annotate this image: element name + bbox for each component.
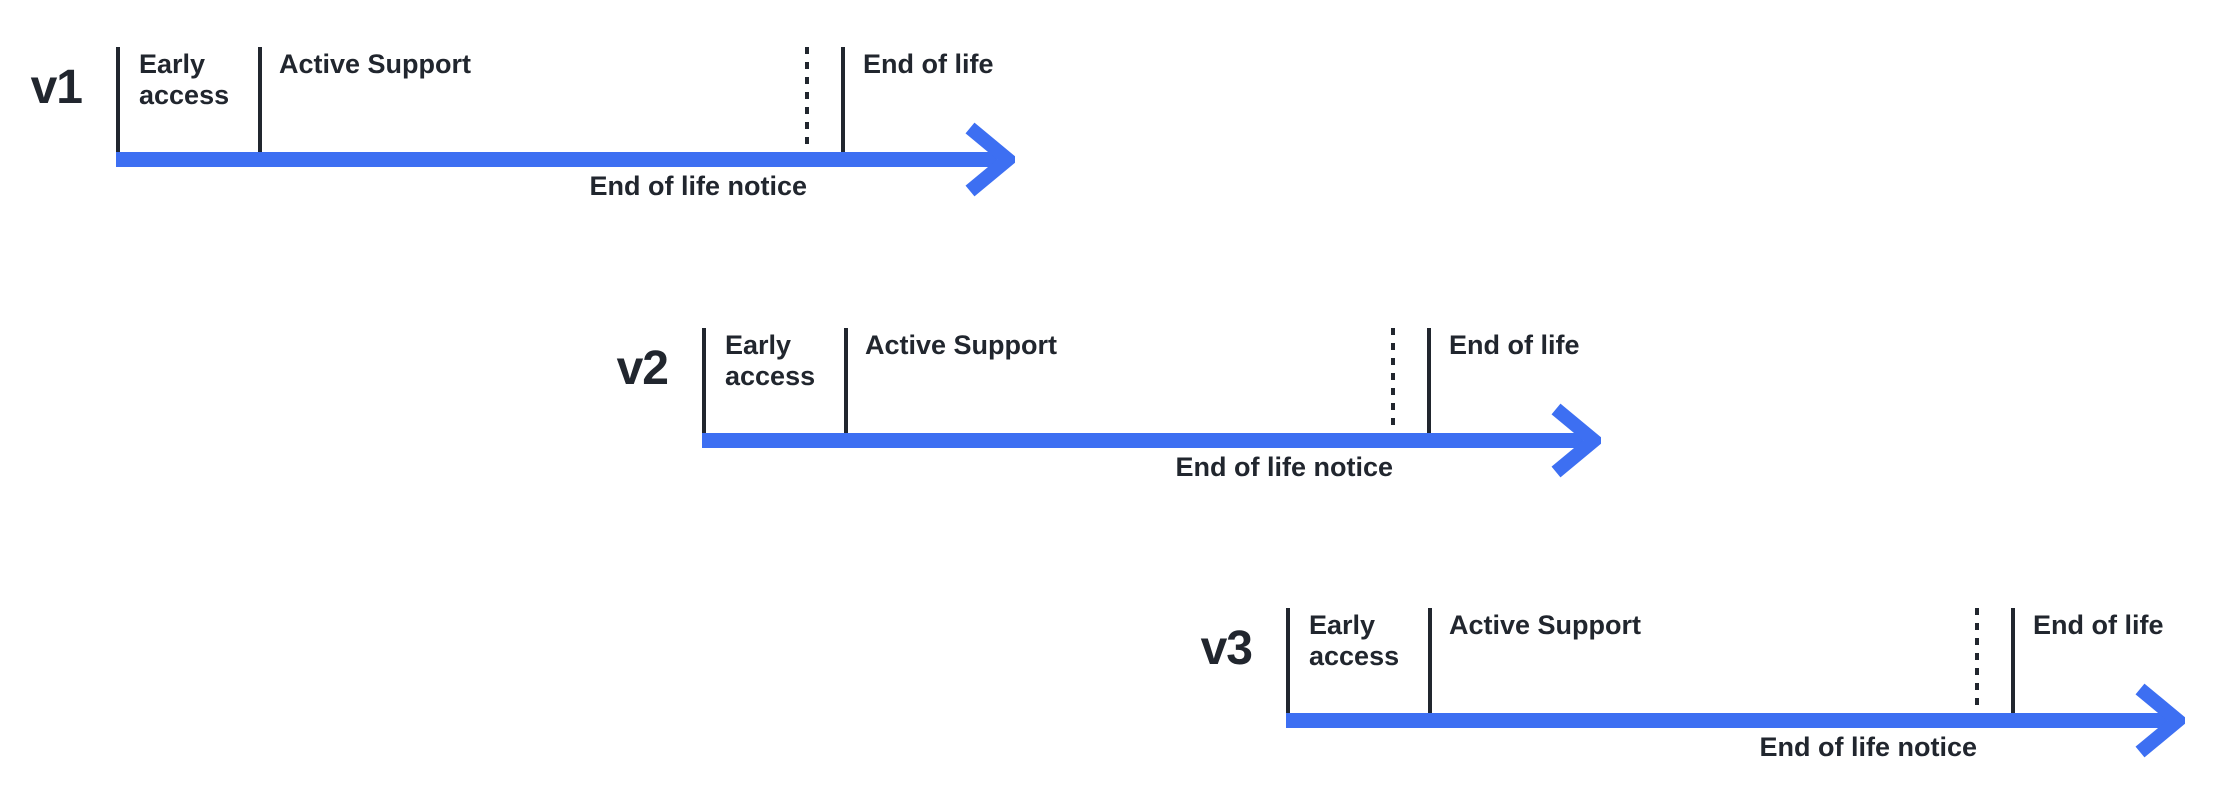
eol-notice-dashed-line xyxy=(1975,608,1979,712)
arrow-head-icon xyxy=(965,122,1015,197)
end-of-life-label: End of life xyxy=(2033,610,2164,640)
active-support-start-tick xyxy=(258,47,262,153)
early-access-start-tick xyxy=(116,47,120,153)
early-access-label: Early access xyxy=(725,330,816,391)
timeline-row-v1: v1 Early access Active Support End of li… xyxy=(16,47,1026,212)
version-label: v2 xyxy=(616,342,669,395)
timeline-row-v3: v3 Early access Active Support End of li… xyxy=(1186,608,2196,773)
version-label: v3 xyxy=(1200,622,1253,675)
end-of-life-notice-label: End of life notice xyxy=(1759,732,1977,762)
eol-notice-dashed-line xyxy=(805,47,809,151)
early-access-label: Early access xyxy=(139,49,230,110)
active-support-label: Active Support xyxy=(1449,610,1642,640)
end-of-life-tick xyxy=(841,47,845,153)
timeline-bar xyxy=(1286,713,2167,728)
eol-notice-dashed-line xyxy=(1391,328,1395,432)
active-support-start-tick xyxy=(1428,608,1432,714)
early-access-start-tick xyxy=(702,328,706,434)
end-of-life-label: End of life xyxy=(1449,330,1580,360)
arrow-head-icon xyxy=(1551,403,1601,478)
timeline-bar xyxy=(116,152,997,167)
end-of-life-label: End of life xyxy=(863,49,994,79)
active-support-start-tick xyxy=(844,328,848,434)
active-support-label: Active Support xyxy=(865,330,1058,360)
active-support-label: Active Support xyxy=(279,49,472,79)
end-of-life-tick xyxy=(1427,328,1431,434)
end-of-life-notice-label: End of life notice xyxy=(1175,452,1393,482)
early-access-label: Early access xyxy=(1309,610,1400,671)
end-of-life-notice-label: End of life notice xyxy=(589,171,807,201)
end-of-life-tick xyxy=(2011,608,2015,714)
timeline-row-v2: v2 Early access Active Support End of li… xyxy=(602,328,1612,493)
early-access-start-tick xyxy=(1286,608,1290,714)
arrow-head-icon xyxy=(2135,683,2185,758)
timeline-bar xyxy=(702,433,1583,448)
version-label: v1 xyxy=(30,61,83,114)
